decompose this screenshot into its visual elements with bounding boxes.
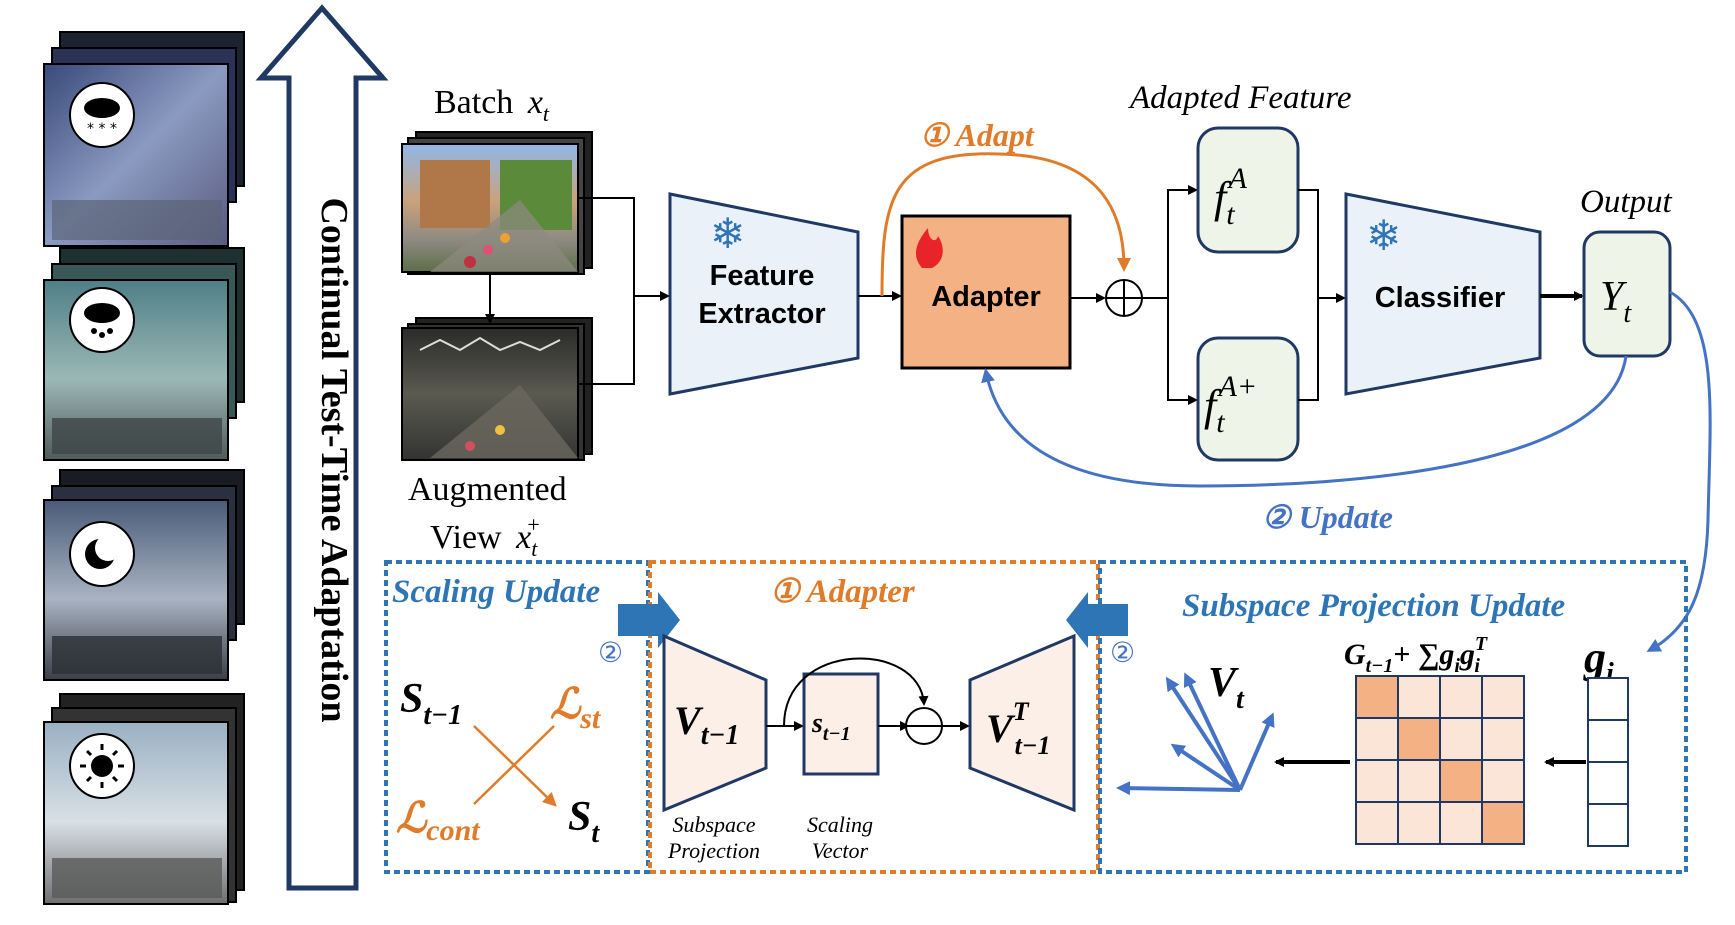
output-label: Output (1580, 184, 1673, 220)
feature-extractor (668, 192, 860, 396)
adapt-step-label: ① Adapt (920, 117, 1035, 153)
scaling-to-adapter-arrow (618, 592, 680, 648)
weather-stack-snow: * * * (43, 31, 245, 247)
covariance-matrix (1355, 675, 1525, 845)
g-i-symbol: gi (1583, 633, 1614, 689)
step2-right-marker: ② (1110, 636, 1135, 669)
classifier (1344, 192, 1542, 396)
matrix-cell-diagonal (1355, 675, 1399, 719)
minus-operator (905, 707, 943, 745)
adapter-detail-panel (648, 560, 1100, 874)
feature-fa-box (1196, 126, 1300, 254)
frozen-snowflake-icon: ❄ (710, 209, 745, 258)
augmented-label-1: Augmented (408, 471, 567, 508)
scaling-update-panel (384, 560, 650, 874)
adapted-feature-label: Adapted Feature (1128, 80, 1351, 116)
subspace-projection-decoder (968, 633, 1076, 813)
vertical-title: Continual Test-Time Adaptation (313, 197, 355, 722)
matrix-cell (1355, 717, 1399, 761)
matrix-cell (1397, 759, 1441, 803)
v-t-symbol: Vt (1208, 660, 1245, 715)
svg-text:* * *: * * * (87, 121, 117, 137)
update-step-label: ② Update (1262, 499, 1393, 535)
weather-stack-rain (43, 247, 245, 461)
feature-extractor-label-2: Extractor (698, 298, 825, 330)
sum-operator (1105, 279, 1143, 317)
matrix-cell-diagonal (1439, 759, 1483, 803)
s-prev-symbol: St−1 (400, 676, 462, 731)
vector-cell (1587, 803, 1629, 847)
caption-scaling-1: Scaling (807, 812, 873, 837)
matrix-cell (1481, 675, 1525, 719)
vector-cell (1587, 677, 1629, 721)
gradient-vector (1587, 677, 1629, 847)
augmented-label-2: View xt+ (430, 512, 540, 561)
matrix-cell (1397, 801, 1441, 845)
caption-projection-1: Subspace (672, 812, 755, 837)
caption-scaling-2: Vector (812, 838, 869, 863)
subspace-to-adapter-arrow (1066, 592, 1128, 648)
vector-cell (1587, 719, 1629, 763)
subspace-update-panel (1098, 560, 1688, 874)
matrix-cell (1481, 759, 1525, 803)
subspace-update-title: Subspace Projection Update (1182, 588, 1565, 624)
eigenvector-fan (1116, 672, 1275, 796)
matrix-cell (1355, 801, 1399, 845)
timeline-arrow (255, 4, 389, 891)
output-box (1582, 230, 1672, 358)
matrix-cell (1355, 759, 1399, 803)
adapter-panel-title: ① Adapter (770, 574, 916, 610)
scaling-update-title: Scaling Update (392, 574, 600, 610)
adapter-label: Adapter (931, 281, 1041, 313)
matrix-cell-diagonal (1397, 717, 1441, 761)
feature-fa-symbol: ftA (1214, 162, 1248, 231)
caption-projection-2: Projection (667, 838, 760, 863)
subspace-projection-encoder (662, 633, 768, 813)
scaling-vector-box (802, 672, 880, 776)
matrix-cell (1439, 675, 1483, 719)
batch-label: Batch xt (434, 84, 550, 126)
vector-cell (1587, 761, 1629, 805)
classifier-snowflake-icon: ❄ (1366, 211, 1401, 260)
trainable-fire-icon (915, 228, 943, 268)
classifier-label: Classifier (1375, 282, 1506, 314)
loss-st-symbol: ℒst (550, 682, 602, 735)
output-symbol: Yt (1600, 274, 1632, 329)
s-t-symbol: St (568, 794, 600, 849)
matrix-cell (1439, 801, 1483, 845)
feature-extractor-label-1: Feature (710, 260, 815, 292)
batch-image-stack (401, 131, 593, 275)
s-small-symbol: st−1 (811, 708, 851, 745)
step2-left-marker: ② (598, 636, 623, 669)
matrix-cell (1481, 717, 1525, 761)
v-prev-symbol: Vt−1 (674, 698, 739, 751)
matrix-cell (1397, 675, 1441, 719)
loss-cont-symbol: ℒcont (396, 796, 481, 847)
matrix-cell-diagonal (1481, 801, 1525, 845)
matrix-cell (1439, 717, 1483, 761)
weather-stack-night (43, 469, 245, 681)
weather-stack-sun (43, 693, 245, 905)
augmented-image-stack (401, 317, 593, 461)
